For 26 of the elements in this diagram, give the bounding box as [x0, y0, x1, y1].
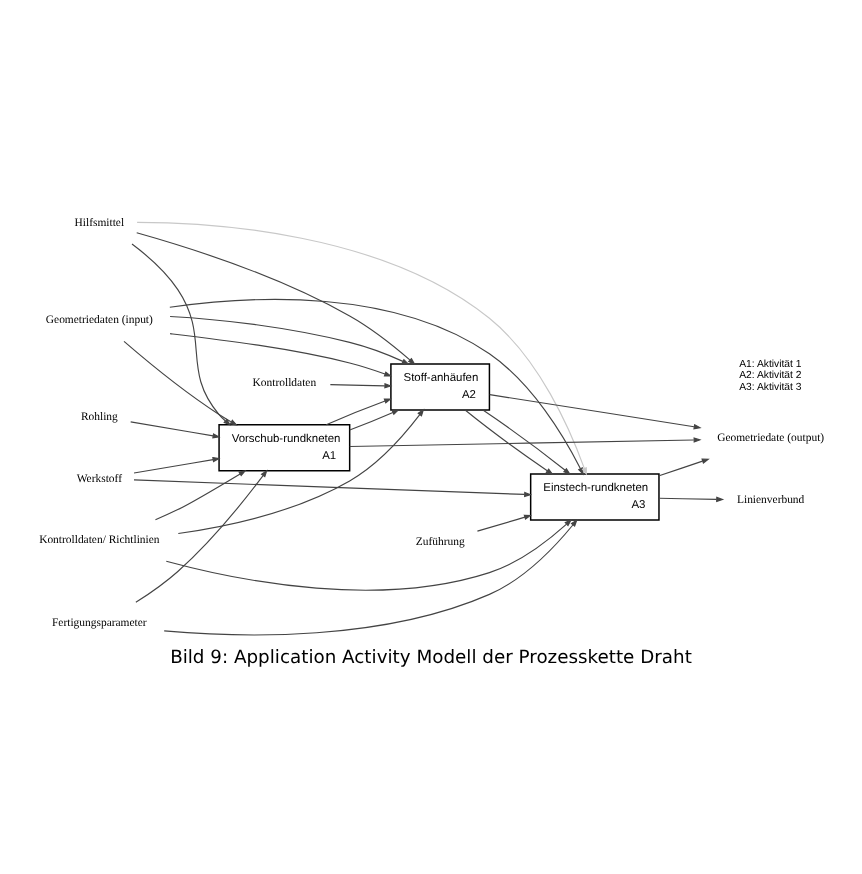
- caption: Bild 9: Application Activity Modell der Prozesskette Draht: [170, 645, 692, 668]
- arrow: [163, 517, 578, 635]
- arrow: [658, 457, 710, 476]
- arrow: [131, 242, 232, 425]
- arrow: [133, 455, 221, 473]
- arrow: [169, 297, 584, 475]
- arrow: [349, 408, 400, 430]
- arrow: [169, 314, 410, 364]
- arrow: [476, 513, 533, 531]
- arrow: [136, 231, 416, 365]
- arrow: [123, 339, 238, 425]
- arrow: [165, 518, 573, 590]
- arrow: [329, 381, 393, 388]
- arrow: [130, 420, 221, 438]
- arrow: [169, 332, 393, 376]
- arrow: [482, 408, 571, 474]
- arrow: [489, 393, 702, 429]
- arrow: [658, 495, 725, 502]
- arrow: [464, 408, 554, 475]
- arrow: [136, 220, 587, 475]
- arrow: [133, 478, 533, 497]
- arrow: [154, 469, 247, 520]
- arrow: [177, 407, 425, 534]
- arrow: [135, 468, 268, 602]
- arrow: [325, 397, 393, 425]
- arrow: [349, 436, 702, 447]
